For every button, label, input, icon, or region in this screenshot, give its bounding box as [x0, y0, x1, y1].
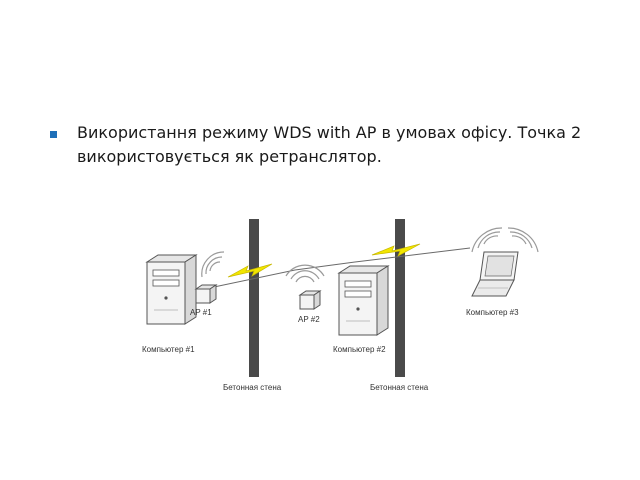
ap1-label: AP #1 [190, 308, 212, 317]
wifi-waves-1-icon [201, 251, 225, 278]
concrete-wall-2-icon [395, 219, 405, 377]
computer1-label: Компьютер #1 [142, 345, 195, 354]
wifi-waves-2-icon [285, 264, 325, 283]
access-point-1-icon [194, 284, 218, 304]
laptop-icon [471, 251, 519, 297]
lightning-bolt-1-icon [227, 263, 273, 278]
wireless-link-line [213, 247, 471, 288]
concrete-wall-1-icon [249, 219, 259, 377]
computer-2-tower-icon [337, 265, 390, 336]
computer2-label: Компьютер #2 [333, 345, 386, 354]
ap2-label: AP #2 [298, 315, 320, 324]
bullet-square-icon [50, 131, 57, 138]
wall2-label: Бетонная стена [370, 383, 429, 392]
computer-1-tower-icon [145, 254, 198, 325]
computer3-label: Компьютер #3 [466, 308, 519, 317]
lightning-bolt-2-icon [371, 243, 421, 257]
wall1-label: Бетонная стена [223, 383, 282, 392]
wifi-waves-3-icon [471, 227, 539, 253]
bullet-text: Використання режиму WDS with AP в умовах… [77, 123, 582, 166]
access-point-2-icon [298, 290, 322, 310]
